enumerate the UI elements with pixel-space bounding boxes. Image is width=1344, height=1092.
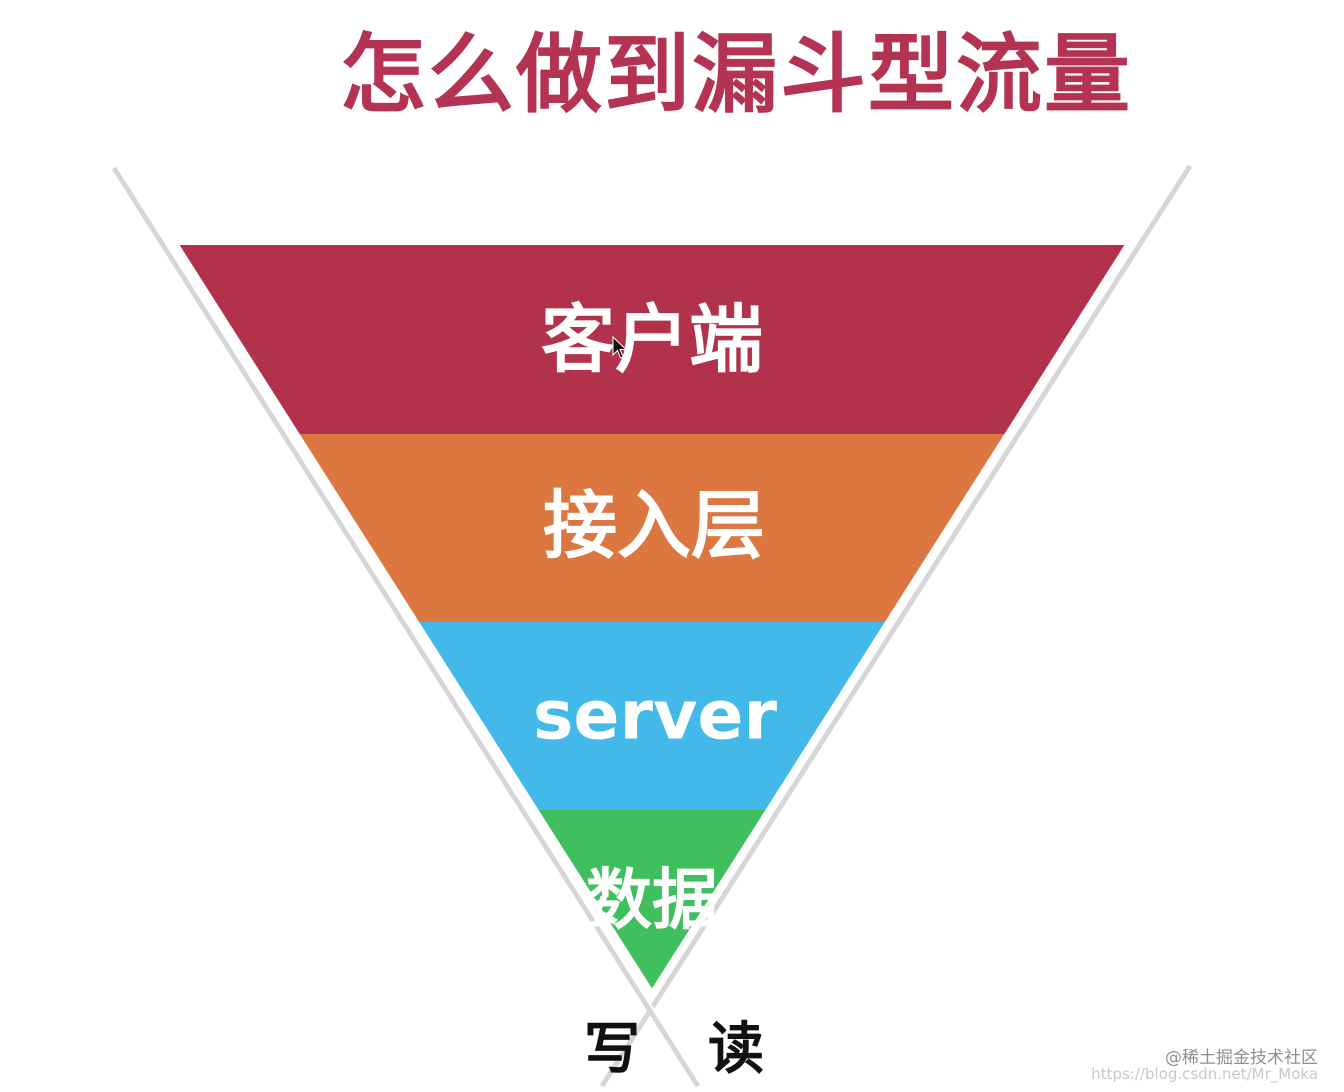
- mouse-cursor-icon: [612, 336, 628, 359]
- funnel-edge-left: [173, 243, 655, 996]
- funnel-layer-data: [536, 810, 768, 994]
- watermark-url: https://blog.csdn.net/Mr_Moka: [1091, 1065, 1318, 1083]
- layer-label-server: server: [533, 677, 778, 756]
- funnel-edge-right: [649, 243, 1131, 996]
- funnel-layer-access: [296, 434, 1008, 622]
- layer-label-client: 客户端: [541, 297, 763, 383]
- write-label: 写: [584, 1017, 640, 1082]
- slide-title: 怎么做到漏斗型流量: [340, 25, 1132, 125]
- funnel-outline-left-inner: [117, 167, 703, 1087]
- watermark-juejin: @稀土掘金技术社区: [1165, 1048, 1318, 1068]
- funnel-layer-server: [416, 622, 888, 810]
- funnel-layer-client: [176, 245, 1128, 434]
- funnel-outline-left: [111, 166, 701, 1088]
- read-label: 读: [708, 1017, 764, 1082]
- funnel-outline-right: [599, 164, 1193, 1088]
- layer-label-data: 数据: [586, 862, 718, 939]
- layer-label-access: 接入层: [543, 483, 765, 569]
